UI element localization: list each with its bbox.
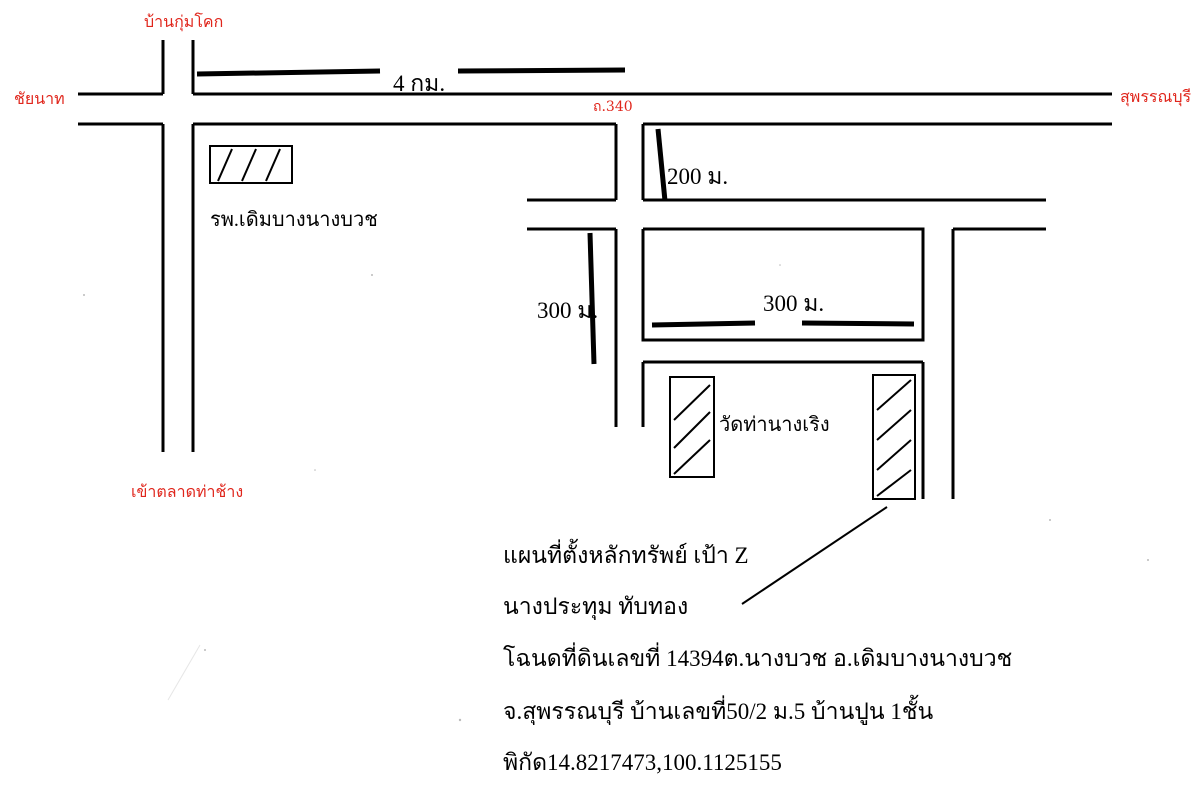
place-label-west: ชัยนาท — [14, 89, 65, 108]
distance-label-200m: 200 ม. — [667, 164, 728, 189]
side-roads — [527, 124, 1046, 499]
info-line-coordinates: พิกัด14.8217473,100.1125155 — [503, 750, 782, 775]
distance-label-4km: 4 กม. — [393, 71, 445, 96]
property-info: แผนที่ตั้งหลักทรัพย์ เป้า Z นางประทุม ทั… — [503, 539, 1012, 775]
info-line-owner: นางประทุม ทับทอง — [503, 594, 688, 620]
distance-label-block-300m: 300 ม. — [763, 291, 824, 316]
north-south-road — [161, 40, 195, 452]
route-label: ถ.340 — [593, 99, 633, 115]
info-line-deed: โฉนดที่ดินเลขที่ 14394ต.นางบวช อ.เดิมบาง… — [503, 642, 1012, 671]
place-label-south: เข้าตลาดท่าช้าง — [131, 482, 243, 501]
info-line-title: แผนที่ตั้งหลักทรัพย์ เป้า Z — [503, 539, 749, 568]
distance-label-side-300m: 300 ม. — [537, 298, 598, 323]
pointer-line — [741, 506, 888, 605]
distance-markers — [196, 67, 915, 365]
hospital-label: รพ.เดิมบางนางบวช — [210, 209, 378, 231]
scan-specks — [83, 264, 1149, 722]
hospital-building — [209, 145, 293, 184]
place-label-north: บ้านกุ่มโคก — [144, 12, 223, 32]
temple-label: วัดท่านางเริง — [719, 414, 830, 436]
info-line-address: จ.สุพรรณบุรี บ้านเลขที่50/2 ม.5 บ้านปูน … — [503, 695, 933, 725]
highway-340 — [78, 92, 1112, 126]
place-label-east: สุพรรณบุรี — [1120, 87, 1192, 107]
property-building — [872, 374, 916, 500]
temple-building — [669, 376, 715, 478]
